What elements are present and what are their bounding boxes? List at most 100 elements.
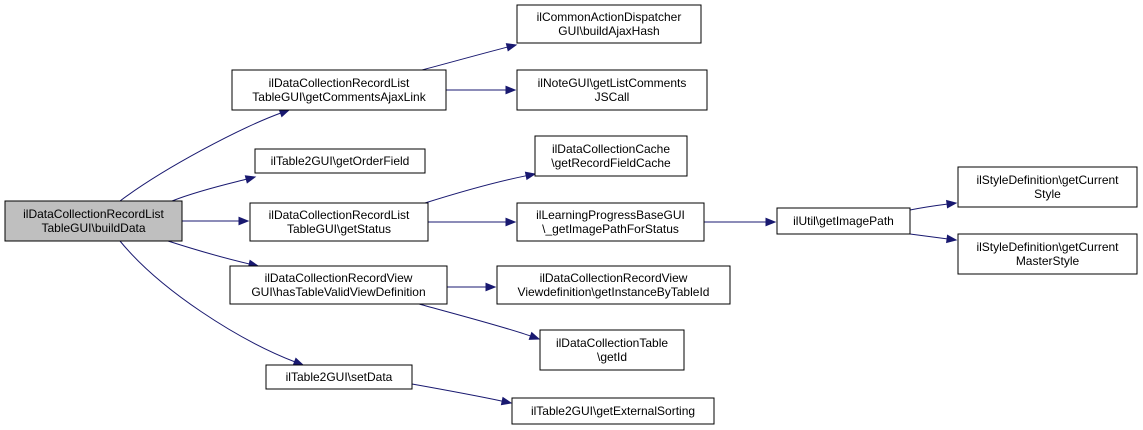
- node-box: [229, 265, 448, 305]
- arrowhead: [505, 43, 518, 52]
- node-label-line: ilStyleDefinition\getCurrent: [976, 240, 1119, 254]
- edge-line: [411, 383, 504, 402]
- call-edge-status-to-cache: [424, 171, 537, 204]
- node-label-line: TableGUI\buildData: [41, 221, 145, 235]
- function-node-setdata[interactable]: ilTable2GUI\setData: [265, 364, 413, 390]
- function-node-status[interactable]: ilDataCollectionRecordListTableGUI\getSt…: [249, 202, 429, 242]
- node-label-line: ilDataCollectionRecordList: [269, 208, 410, 222]
- node-label-line: ilDataCollectionCache: [552, 142, 670, 156]
- node-box: [516, 202, 705, 242]
- function-node-extsorting[interactable]: ilTable2GUI\getExternalSorting: [511, 397, 715, 425]
- node-label-line: GUI\buildAjaxHash: [558, 24, 659, 38]
- call-edge-comments-to-notegui: [446, 85, 517, 95]
- function-node-lpbase[interactable]: ilLearningProgressBaseGUI\_getImagePathF…: [516, 202, 705, 242]
- arrowhead: [765, 217, 777, 227]
- node-label-line: Style: [1034, 187, 1061, 201]
- node-label-line: ilDataCollectionRecordList: [269, 76, 410, 90]
- node-box: [249, 202, 429, 242]
- arrowhead: [946, 234, 958, 244]
- node-box: [516, 4, 702, 44]
- node-label-line: ilLearningProgressBaseGUI: [536, 208, 685, 222]
- function-node-cache[interactable]: ilDataCollectionCache\getRecordFieldCach…: [534, 135, 688, 177]
- arrowhead: [292, 357, 305, 366]
- node-label-line: ilDataCollectionTable: [556, 336, 668, 350]
- node-box: [539, 329, 685, 371]
- node-box: [957, 233, 1138, 275]
- arrowhead: [505, 217, 517, 227]
- node-box: [957, 166, 1138, 208]
- node-label-line: TableGUI\getStatus: [287, 222, 391, 236]
- node-label-line: ilDataCollectionRecordList: [23, 207, 164, 221]
- node-label-line: \getId: [597, 350, 627, 364]
- function-node-imagepath[interactable]: ilUtil\getImagePath: [776, 207, 911, 235]
- arrowhead: [238, 216, 250, 226]
- node-label-line: \_getImagePathForStatus: [542, 222, 679, 236]
- function-node-root: ilDataCollectionRecordListTableGUI\build…: [4, 200, 183, 242]
- node-box: [496, 265, 731, 305]
- node-box: [265, 364, 413, 390]
- node-box: [534, 135, 688, 177]
- edges-layer: [119, 43, 958, 406]
- edge-line: [421, 46, 509, 71]
- function-node-viewdef[interactable]: ilDataCollectionRecordViewGUI\hasTableVa…: [229, 265, 448, 305]
- node-label-line: JSCall: [595, 90, 630, 104]
- edge-line: [119, 240, 296, 363]
- call-edge-viewdef-to-tablegetid: [418, 303, 541, 340]
- arrowhead: [485, 282, 497, 292]
- node-box: [511, 397, 715, 425]
- node-label-line: ilDataCollectionRecordView: [540, 271, 688, 285]
- node-label-line: ilTable2GUI\setData: [286, 370, 393, 384]
- node-box: [254, 148, 426, 174]
- node-box: [516, 69, 708, 111]
- node-label-line: \getRecordFieldCache: [551, 156, 671, 170]
- edge-line: [909, 203, 949, 211]
- node-label-line: ilStyleDefinition\getCurrent: [976, 173, 1119, 187]
- edge-line: [418, 303, 532, 337]
- node-box: [776, 207, 911, 235]
- function-node-tablegetid[interactable]: ilDataCollectionTable\getId: [539, 329, 685, 371]
- call-edge-root-to-status: [182, 216, 250, 226]
- edge-line: [909, 233, 949, 240]
- node-label-line: TableGUI\getCommentsAjaxLink: [252, 90, 426, 104]
- edge-line: [171, 178, 248, 202]
- function-node-comments[interactable]: ilDataCollectionRecordListTableGUI\getCo…: [231, 69, 447, 111]
- node-label-line: GUI\hasTableValidViewDefinition: [251, 285, 425, 299]
- edge-line: [119, 112, 282, 202]
- nodes-layer: ilDataCollectionRecordListTableGUI\build…: [4, 4, 1138, 425]
- function-node-orderfield[interactable]: ilTable2GUI\getOrderField: [254, 148, 426, 174]
- function-node-getinstance[interactable]: ilDataCollectionRecordViewViewdefinition…: [496, 265, 731, 305]
- arrowhead: [500, 396, 513, 406]
- function-node-ajaxhash[interactable]: ilCommonActionDispatcherGUI\buildAjaxHas…: [516, 4, 702, 44]
- call-edge-viewdef-to-getinstance: [447, 282, 497, 292]
- node-label-line: ilDataCollectionRecordView: [265, 271, 413, 285]
- call-edge-imagepath-to-curstyle: [909, 199, 958, 211]
- call-edge-imagepath-to-curmaster: [909, 233, 958, 244]
- arrowhead: [946, 199, 958, 209]
- node-label-line: ilCommonActionDispatcher: [537, 10, 682, 24]
- call-edge-comments-to-ajaxhash: [421, 43, 518, 71]
- node-label-line: Viewdefinition\getInstanceByTableId: [518, 285, 710, 299]
- arrowhead: [528, 331, 541, 340]
- edge-line: [167, 240, 251, 265]
- arrowhead: [505, 85, 517, 95]
- call-edge-root-to-viewdef: [167, 240, 260, 269]
- call-edge-root-to-orderfield: [171, 175, 257, 202]
- node-label-line: ilTable2GUI\getOrderField: [271, 154, 410, 168]
- node-label-line: ilUtil\getImagePath: [793, 214, 894, 228]
- node-label-line: ilNoteGUI\getListComments: [538, 76, 687, 90]
- node-label-line: ilTable2GUI\getExternalSorting: [531, 404, 695, 418]
- arrowhead: [278, 109, 291, 118]
- call-edge-setdata-to-extsorting: [411, 383, 513, 406]
- call-edge-status-to-lpbase: [428, 217, 517, 227]
- arrowhead: [524, 171, 537, 181]
- node-box: [231, 69, 447, 111]
- node-box: [4, 200, 183, 242]
- call-edge-lpbase-to-imagepath: [704, 217, 777, 227]
- arrowhead: [244, 175, 257, 184]
- edge-line: [424, 175, 528, 204]
- node-label-line: MasterStyle: [1016, 254, 1080, 268]
